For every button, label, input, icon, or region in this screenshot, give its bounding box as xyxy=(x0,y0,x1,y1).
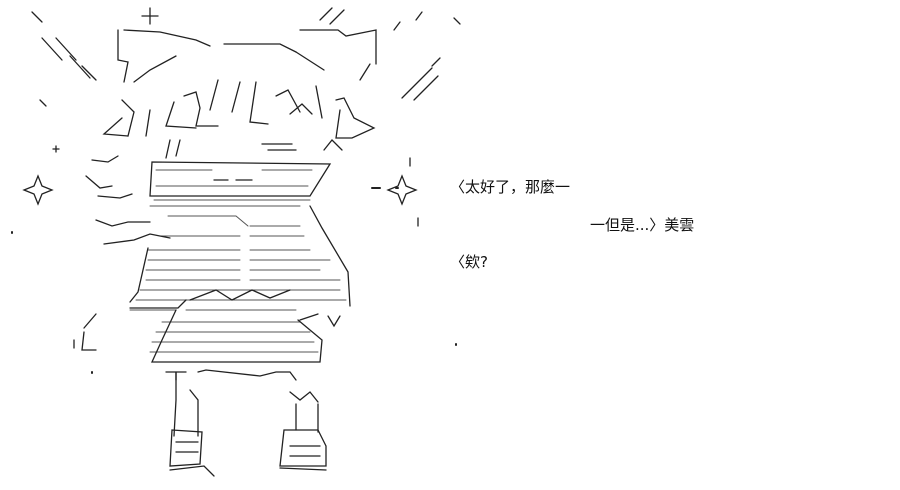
collar xyxy=(85,155,332,199)
dialogue-line-2: 一但是...〉美雲 xyxy=(590,216,695,234)
face xyxy=(102,79,376,159)
hair-top xyxy=(117,29,377,83)
scatter-dots xyxy=(11,187,457,374)
shoes xyxy=(169,429,327,477)
dialogue-line-1: 〈太好了，那麼一 xyxy=(450,178,571,196)
legs xyxy=(165,369,319,437)
dialogue-line-3: 〈欸? xyxy=(450,253,488,271)
plus-sparkle xyxy=(52,7,159,153)
body-outline xyxy=(73,205,351,363)
star-sparkle-left xyxy=(22,174,54,206)
torso-shading xyxy=(129,169,347,353)
speed-lines-left xyxy=(31,11,97,107)
star-sparkle-right xyxy=(386,157,419,227)
speed-lines-right xyxy=(319,7,461,101)
